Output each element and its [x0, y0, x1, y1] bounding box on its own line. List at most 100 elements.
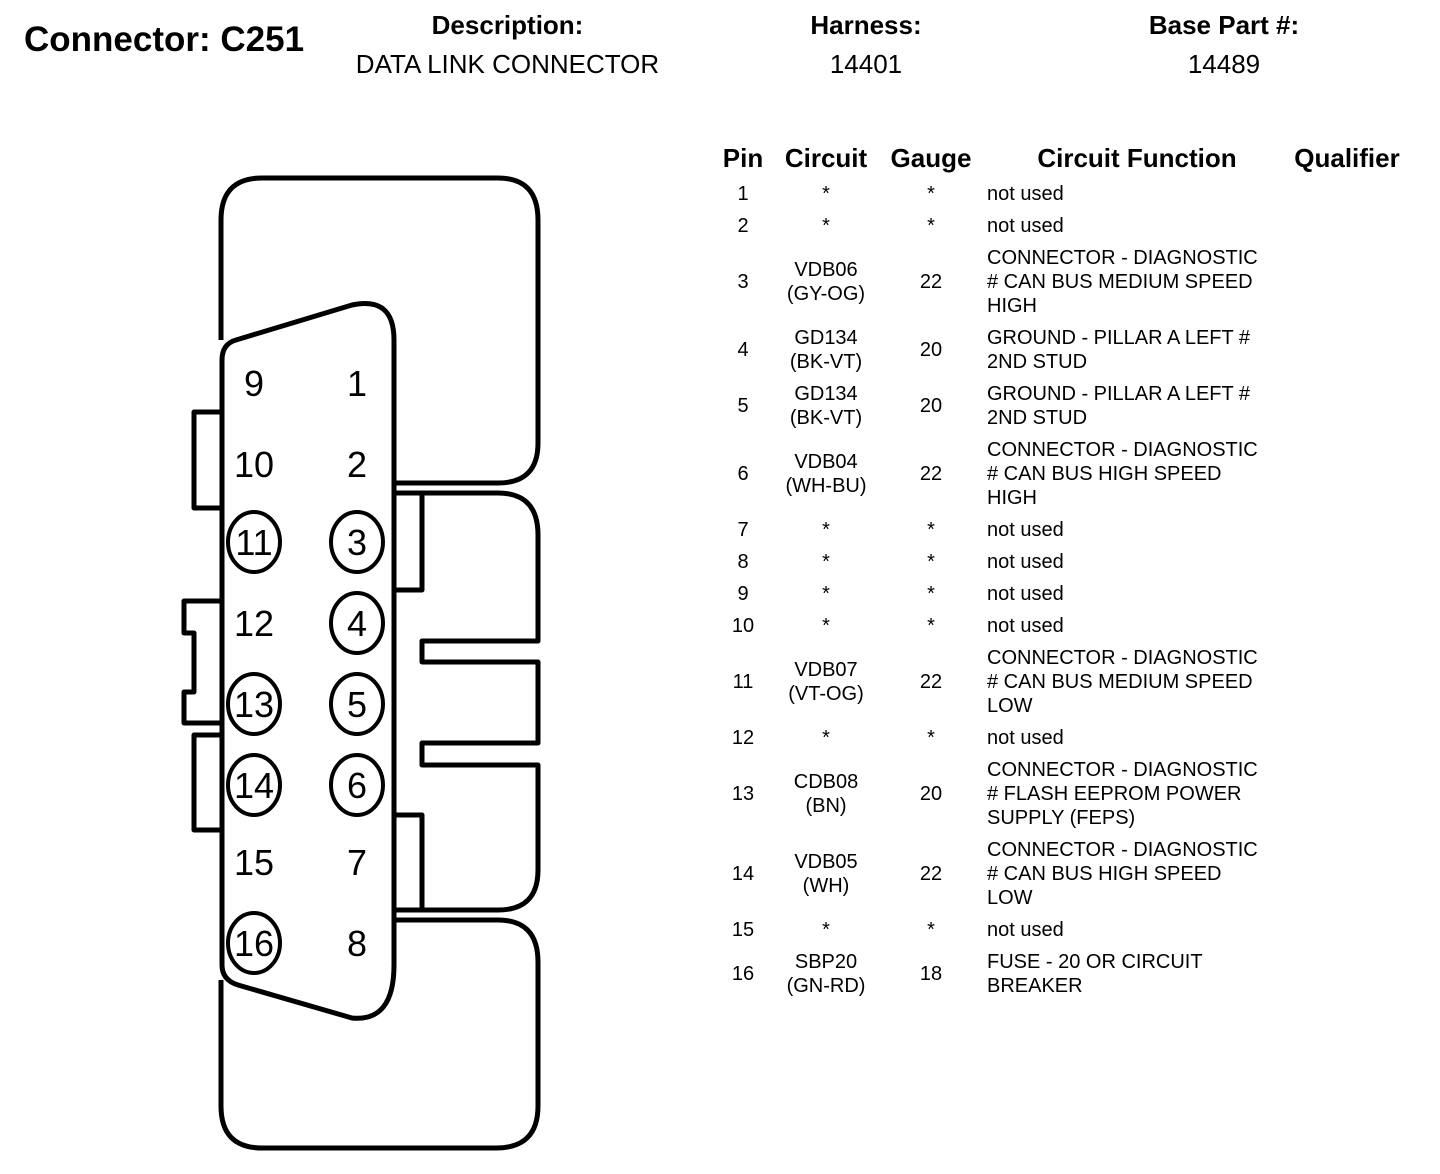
pin-number-cell: 6: [737, 463, 749, 485]
circuit-cell: VDB04(WH-BU): [771, 434, 881, 514]
left-tab-middle: [181, 598, 220, 726]
circuit-cell: SBP20(GN-RD): [771, 946, 881, 1002]
col-header-pin: Pin: [722, 143, 764, 173]
pin-label: 2: [347, 444, 367, 485]
pin-label: 13: [234, 684, 274, 725]
circuit-cell: *: [771, 210, 881, 242]
circuit-function-line: # CAN BUS HIGH SPEED: [987, 863, 1222, 885]
circuit-id: *: [822, 919, 830, 941]
circuit-cell: *: [771, 610, 881, 642]
circuit-function-line: CONNECTOR - DIAGNOSTIC: [987, 439, 1258, 461]
gauge-cell: 22: [919, 863, 943, 885]
description-value: DATA LINK CONNECTOR: [355, 49, 660, 79]
qualifier-cell: [1287, 322, 1407, 378]
circuit-function-line: GROUND - PILLAR A LEFT #: [987, 327, 1251, 349]
circuit-id: VDB04: [794, 451, 858, 473]
pin-label: 1: [347, 363, 367, 404]
pinout-table: Pin Circuit Gauge Circuit Function Quali…: [715, 143, 1407, 1002]
circuit-function-cell: not used: [981, 546, 1287, 578]
wire-color: (BN): [805, 795, 847, 817]
housing-middle-block: [396, 490, 541, 913]
circuit-function-line: CONNECTOR - DIAGNOSTIC: [987, 247, 1258, 269]
pin-circle-marker: [329, 510, 385, 574]
qualifier-cell: [1287, 546, 1407, 578]
pin-circle-marker: [226, 911, 282, 975]
circuit-id: *: [822, 727, 830, 749]
pin-number-cell: 1: [737, 183, 749, 205]
table-row: 7**not used: [715, 514, 1407, 546]
pin-number-cell: 15: [731, 919, 755, 941]
pin-number-cell: 16: [731, 963, 755, 985]
pin-label: 10: [234, 444, 274, 485]
circuit-id: *: [822, 615, 830, 637]
table-row: 10**not used: [715, 610, 1407, 642]
circuit-function-cell: CONNECTOR - DIAGNOSTIC# CAN BUS HIGH SPE…: [981, 834, 1287, 914]
gauge-cell: *: [927, 919, 935, 941]
qualifier-cell: [1287, 946, 1407, 1002]
circuit-function-line: SUPPLY (FEPS): [987, 807, 1136, 829]
wire-color: (GY-OG): [786, 283, 866, 305]
pin-number-cell: 13: [731, 783, 755, 805]
gauge-cell: 20: [919, 783, 943, 805]
qualifier-cell: [1287, 610, 1407, 642]
qualifier-cell: [1287, 834, 1407, 914]
pin-label: 12: [234, 603, 274, 644]
wire-color: (BK-VT): [789, 351, 863, 373]
qualifier-cell: [1287, 242, 1407, 322]
pin-number-cell: 4: [737, 339, 749, 361]
circuit-cell: *: [771, 578, 881, 610]
gauge-cell: *: [927, 183, 935, 205]
circuit-id: *: [822, 551, 830, 573]
col-header-qualifier: Qualifier: [1294, 143, 1400, 173]
right-tab-lower: [396, 812, 425, 913]
circuit-id: GD134: [794, 383, 858, 405]
wire-color: (WH-BU): [785, 475, 867, 497]
pin-circle-marker: [329, 753, 385, 817]
right-tab-upper: [396, 490, 425, 593]
circuit-function-line: # CAN BUS HIGH SPEED: [987, 463, 1222, 485]
pin-label: 6: [347, 765, 367, 806]
circuit-cell: GD134(BK-VT): [771, 322, 881, 378]
circuit-id: *: [822, 183, 830, 205]
circuit-function-line: not used: [987, 215, 1064, 237]
gauge-cell: 18: [919, 963, 943, 985]
circuit-function-line: LOW: [987, 695, 1033, 717]
left-tab-upper: [191, 409, 220, 511]
pin-circle-marker: [329, 591, 385, 655]
circuit-function-line: not used: [987, 727, 1064, 749]
gauge-cell: *: [927, 727, 935, 749]
pin-label: 5: [347, 684, 367, 725]
pin-label: 15: [234, 842, 274, 883]
circuit-function-line: # FLASH EEPROM POWER: [987, 783, 1242, 805]
base-part-block: Base Part #: 14489: [1124, 10, 1324, 80]
pin-label: 11: [235, 522, 272, 563]
qualifier-cell: [1287, 178, 1407, 210]
circuit-function-cell: not used: [981, 178, 1287, 210]
table-row: 12**not used: [715, 722, 1407, 754]
table-row: 15**not used: [715, 914, 1407, 946]
pin-circle-marker: [226, 510, 282, 574]
circuit-function-cell: CONNECTOR - DIAGNOSTIC# CAN BUS HIGH SPE…: [981, 434, 1287, 514]
circuit-id: VDB06: [794, 259, 858, 281]
wire-color: (BK-VT): [789, 407, 863, 429]
circuit-function-line: not used: [987, 615, 1064, 637]
qualifier-cell: [1287, 210, 1407, 242]
gauge-cell: 20: [919, 339, 943, 361]
circuit-function-cell: not used: [981, 578, 1287, 610]
circuit-cell: VDB07(VT-OG): [771, 642, 881, 722]
pin-number-cell: 7: [737, 519, 749, 541]
circuit-id: CDB08: [793, 771, 859, 793]
gauge-cell: *: [927, 519, 935, 541]
circuit-id: *: [822, 519, 830, 541]
circuit-cell: VDB05(WH): [771, 834, 881, 914]
pin-circle-marker: [329, 672, 385, 736]
circuit-function-line: CONNECTOR - DIAGNOSTIC: [987, 759, 1258, 781]
pin-number-cell: 8: [737, 551, 749, 573]
gauge-cell: *: [927, 215, 935, 237]
table-row: 8**not used: [715, 546, 1407, 578]
circuit-cell: CDB08(BN): [771, 754, 881, 834]
